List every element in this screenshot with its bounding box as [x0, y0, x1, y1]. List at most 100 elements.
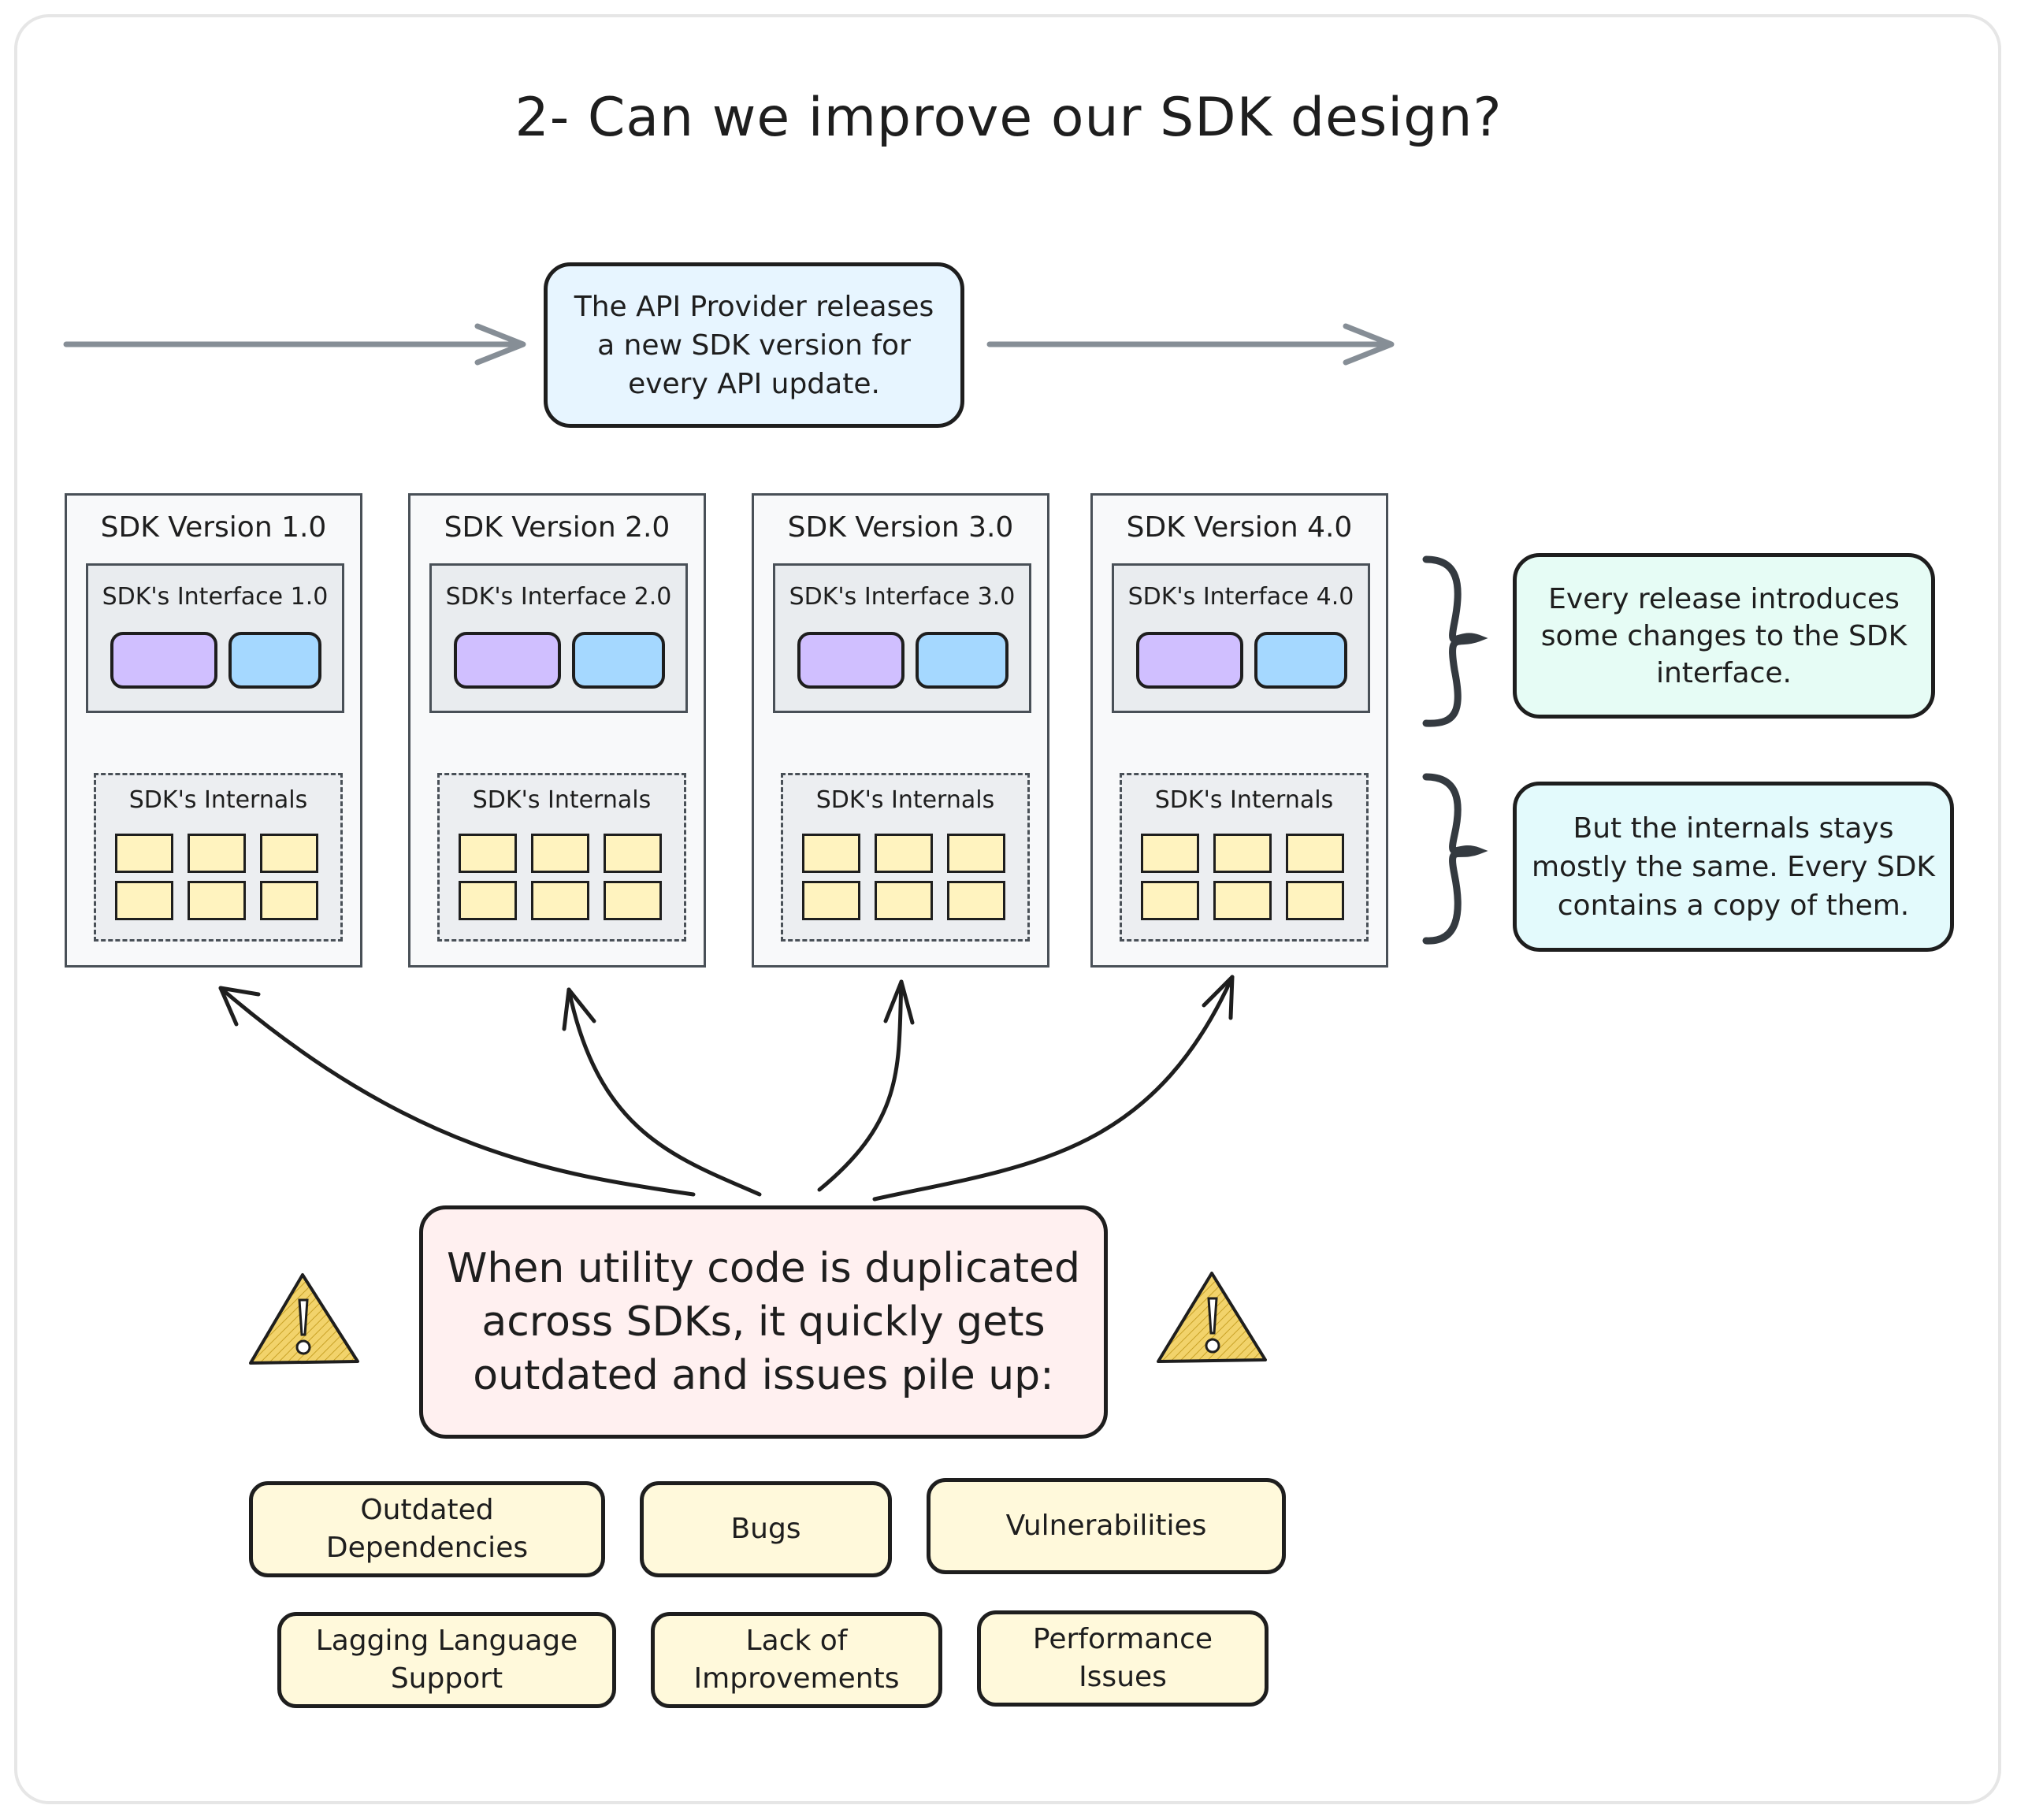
internal-module [459, 834, 517, 873]
issue-bugs: Bugs [640, 1481, 892, 1577]
internals-note-line: contains a copy of them. [1557, 889, 1910, 922]
internal-module [1213, 834, 1272, 873]
sdk-version-title: SDK Version 4.0 [1126, 511, 1353, 544]
issue-label: Lack of [745, 1625, 848, 1657]
interface-brace [1422, 555, 1488, 727]
internal-module [188, 834, 246, 873]
sdk-version-2: SDK Version 2.0 SDK's Interface 2.0 SDK'… [408, 493, 706, 968]
sdk-internals: SDK's Internals [781, 773, 1030, 942]
provider-note-line: every API update. [628, 367, 880, 400]
interface-note-line: Every release introduces [1548, 582, 1900, 615]
sdk-version-4: SDK Version 4.0 SDK's Interface 4.0 SDK'… [1090, 493, 1388, 968]
issue-performance-issues: Performance Issues [977, 1610, 1269, 1707]
issue-label: Dependencies [325, 1532, 529, 1564]
warning-icon [1157, 1272, 1267, 1363]
internal-module [1141, 881, 1199, 920]
sdk-internals-label: SDK's Internals [128, 786, 308, 814]
canvas-frame [14, 14, 2001, 1804]
internal-module [947, 834, 1005, 873]
issue-label: Lagging Language [315, 1625, 578, 1657]
issue-vulnerabilities: Vulnerabilities [927, 1478, 1286, 1574]
interface-note-line: some changes to the SDK [1540, 619, 1907, 652]
sdk-internals: SDK's Internals [437, 773, 686, 942]
internal-module [802, 834, 860, 873]
internal-module [1141, 834, 1199, 873]
arrow-to-sdk2 [562, 987, 762, 1197]
internal-modules-grid [1141, 834, 1344, 920]
sdk-interface: SDK's Interface 2.0 [429, 563, 688, 713]
internal-module [604, 834, 662, 873]
internal-module [1286, 881, 1344, 920]
internal-module [875, 834, 933, 873]
sdk-interface-label: SDK's Interface 4.0 [1127, 583, 1354, 611]
internal-modules-grid [802, 834, 1005, 920]
internal-module [1286, 834, 1344, 873]
interface-method-blue [1254, 632, 1347, 689]
arrow-to-sdk3 [817, 979, 915, 1192]
warning-line: across SDKs, it quickly gets [481, 1298, 1046, 1346]
issue-outdated-dependencies: Outdated Dependencies [249, 1481, 605, 1577]
internal-module [947, 881, 1005, 920]
internal-module [115, 834, 173, 873]
sdk-version-title: SDK Version 3.0 [787, 511, 1014, 544]
arrow-to-sdk1 [218, 986, 696, 1197]
diagram-title: 2- Can we improve our SDK design? [514, 87, 1503, 149]
internal-module [459, 881, 517, 920]
issue-label: Vulnerabilities [1005, 1510, 1207, 1542]
internal-module [115, 881, 173, 920]
sdk-internals-label: SDK's Internals [472, 786, 652, 814]
interface-method-purple [1136, 632, 1243, 689]
timeline-arrow-in [63, 323, 526, 366]
internal-modules-grid [459, 834, 662, 920]
arrow-to-sdk4 [872, 975, 1235, 1202]
provider-release-note: The API Provider releases a new SDK vers… [544, 262, 964, 428]
internals-brace [1422, 773, 1488, 945]
sdk-internals-label: SDK's Internals [1154, 786, 1334, 814]
sdk-interface-label: SDK's Interface 1.0 [102, 583, 329, 611]
sdk-interface: SDK's Interface 1.0 [86, 563, 344, 713]
provider-note-line: The API Provider releases [574, 290, 934, 323]
internal-module [531, 881, 589, 920]
sdk-version-3: SDK Version 3.0 SDK's Interface 3.0 SDK'… [752, 493, 1049, 968]
warning-line: outdated and issues pile up: [473, 1352, 1054, 1399]
sdk-version-title: SDK Version 2.0 [444, 511, 670, 544]
issue-label: Improvements [693, 1662, 900, 1695]
sdk-interface-label: SDK's Interface 2.0 [445, 583, 672, 611]
internals-note-line: mostly the same. Every SDK [1531, 850, 1936, 883]
provider-note-line: a new SDK version for [597, 329, 911, 362]
internal-module [260, 834, 318, 873]
internal-modules-grid [115, 834, 318, 920]
internals-note-line: But the internals stays [1573, 812, 1894, 845]
sdk-internals: SDK's Internals [94, 773, 343, 942]
sdk-interface: SDK's Interface 4.0 [1112, 563, 1370, 713]
interface-note-line: interface. [1655, 656, 1792, 689]
issue-label: Performance [1032, 1623, 1213, 1655]
interface-method-purple [454, 632, 561, 689]
interface-method-purple [110, 632, 217, 689]
internal-module [1213, 881, 1272, 920]
issue-lack-of-improvements: Lack of Improvements [651, 1612, 942, 1708]
issue-label: Outdated [360, 1494, 494, 1526]
warning-icon [249, 1273, 359, 1365]
sdk-internals-label: SDK's Internals [815, 786, 995, 814]
internal-module [531, 834, 589, 873]
interface-changes-note: Every release introduces some changes to… [1513, 553, 1935, 719]
interface-method-blue [572, 632, 665, 689]
sdk-internals: SDK's Internals [1120, 773, 1369, 942]
interface-method-purple [797, 632, 904, 689]
sdk-interface-label: SDK's Interface 3.0 [789, 583, 1016, 611]
interface-method-blue [916, 632, 1008, 689]
issue-label: Issues [1079, 1661, 1167, 1693]
sdk-version-1: SDK Version 1.0 SDK's Interface 1.0 SDK'… [65, 493, 362, 968]
timeline-arrow-out [986, 323, 1395, 366]
internal-module [604, 881, 662, 920]
warning-line: When utility code is duplicated [447, 1245, 1080, 1292]
issue-label: Bugs [730, 1513, 801, 1545]
duplication-arrows [218, 975, 1235, 1202]
issue-lagging-language-support: Lagging Language Support [277, 1612, 616, 1708]
issue-label: Support [390, 1662, 503, 1695]
internal-module [875, 881, 933, 920]
internal-module [188, 881, 246, 920]
sdk-interface: SDK's Interface 3.0 [773, 563, 1031, 713]
duplication-warning: When utility code is duplicated across S… [419, 1205, 1108, 1439]
